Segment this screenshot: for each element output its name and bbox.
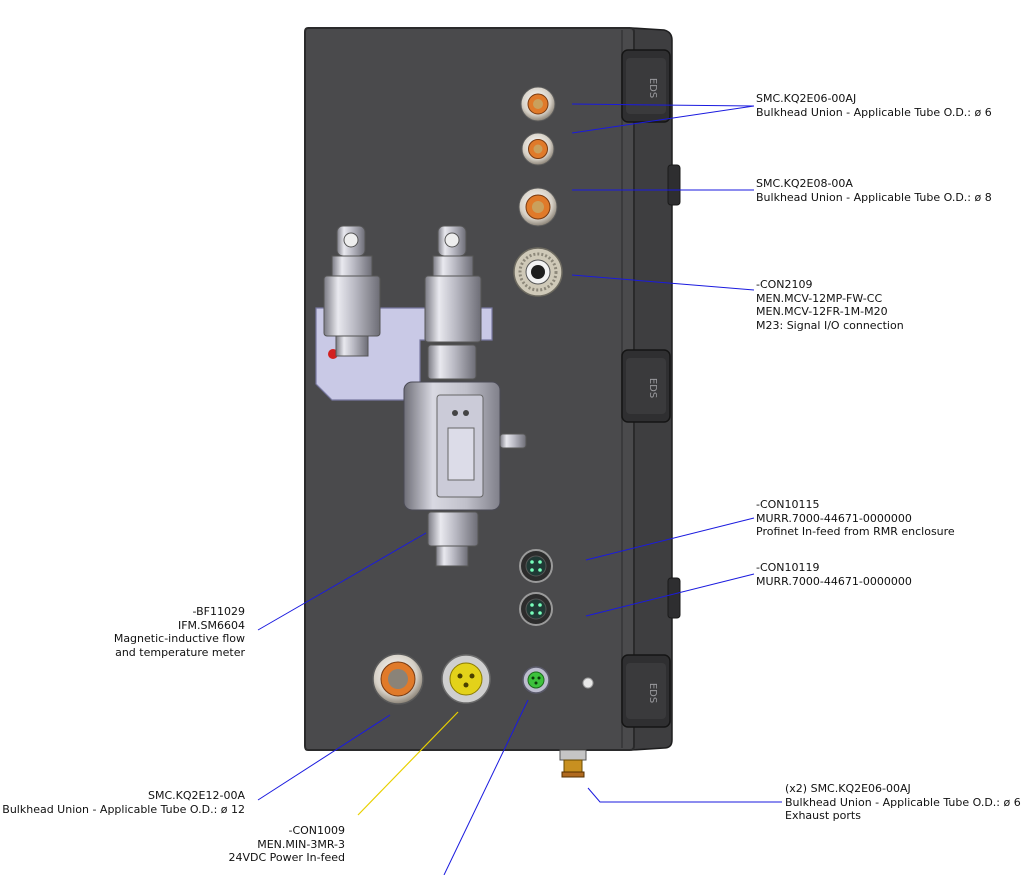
hinge-brand-label: EDS	[647, 378, 658, 398]
valve-left	[323, 225, 381, 357]
callout-line: -CON10119	[756, 561, 820, 574]
callout-exhaust: (x2) SMC.KQ2E06-00AJ Bulkhead Union - Ap…	[785, 782, 1021, 823]
callout-line: Bulkhead Union - Applicable Tube O.D.: ø…	[756, 190, 992, 204]
leader-con10115	[585, 517, 755, 561]
callout-line: MEN.MCV-12FR-1M-M20	[756, 305, 888, 318]
connector-con1009	[441, 654, 491, 704]
fitting-kq2e06-lower	[521, 132, 555, 166]
leader-con2109	[571, 274, 755, 291]
connector-con2109-m23	[513, 247, 563, 297]
callout-line: -CON2109	[756, 278, 813, 291]
callout-line: MEN.MCV-12MP-FW-CC	[756, 291, 883, 305]
callout-line: M23: Signal I/O connection	[756, 318, 904, 332]
callout-line: Magnetic-inductive flow	[113, 632, 245, 645]
callout-line: Bulkhead Union - Applicable Tube O.D.: ø…	[2, 802, 245, 816]
callout-con10115: -CON10115 MURR.7000-44671-0000000 Profin…	[756, 498, 955, 539]
hinge-bottom: EDS	[621, 654, 671, 728]
leader-con1009	[357, 711, 459, 816]
callout-line: -BF11029	[192, 605, 245, 618]
leader-kq2e06-b	[571, 105, 755, 134]
callout-line: and temperature meter	[115, 645, 245, 659]
leader-exhaust	[587, 787, 782, 803]
hinge-brand-label: EDS	[647, 683, 658, 703]
connector-con10119	[519, 592, 553, 626]
callout-line: 24VDC Power In-feed	[228, 851, 346, 864]
leader-con10119	[585, 573, 755, 617]
callout-line: MURR.7000-44671-0000000	[756, 511, 912, 525]
hinge-brand-label: EDS	[647, 78, 658, 98]
callout-line: (x2) SMC.KQ2E06-00AJ	[785, 782, 911, 795]
leader-bf11029	[257, 532, 427, 631]
leader-kq2e12	[257, 714, 391, 801]
fitting-kq2e06-upper	[520, 86, 556, 122]
callout-kq2e08: SMC.KQ2E08-00A Bulkhead Union - Applicab…	[756, 177, 992, 204]
callout-con1009: -CON1009 MEN.MIN-3MR-3 24VDC Power In-fe…	[229, 824, 346, 865]
connector-m8-green	[522, 666, 550, 694]
indicator-dot	[582, 677, 594, 689]
connector-con10115	[519, 549, 553, 583]
callout-kq2e12: SMC.KQ2E12-00A Bulkhead Union - Applicab…	[2, 789, 245, 816]
fitting-kq2e08	[518, 187, 558, 227]
callout-con2109: -CON2109 MEN.MCV-12MP-FW-CC MEN.MCV-12FR…	[756, 278, 904, 332]
leader-m8	[443, 699, 529, 875]
callout-kq2e06: SMC.KQ2E06-00AJ Bulkhead Union - Applica…	[756, 92, 992, 119]
flow-meter-bf11029	[403, 381, 527, 567]
callout-line: SMC.KQ2E12-00A	[148, 789, 245, 802]
callout-line: Profinet In-feed from RMR enclosure	[756, 525, 955, 538]
hinge-top: EDS	[621, 49, 671, 123]
callout-line: MEN.MIN-3MR-3	[257, 837, 345, 851]
callout-line: -CON10115	[756, 498, 820, 511]
callout-line: SMC.KQ2E06-00AJ	[756, 92, 857, 105]
hinge-middle: EDS	[621, 349, 671, 423]
exhaust-ports	[559, 749, 587, 778]
leader-kq2e06-a	[571, 103, 755, 107]
callout-line: Exhaust ports	[785, 809, 861, 822]
callout-line: Bulkhead Union - Applicable Tube O.D.: ø…	[785, 795, 1021, 809]
fitting-kq2e12	[372, 653, 424, 705]
callout-line: SMC.KQ2E08-00A	[756, 177, 853, 190]
callout-line: Bulkhead Union - Applicable Tube O.D.: ø…	[756, 105, 992, 119]
callout-line: IFM.SM6604	[177, 618, 245, 632]
callout-bf11029: -BF11029 IFM.SM6604 Magnetic-inductive f…	[114, 605, 245, 659]
valve-right	[424, 225, 482, 380]
leader-lines	[257, 103, 782, 875]
callout-line: -CON1009	[288, 824, 345, 837]
callout-con10119: -CON10119 MURR.7000-44671-0000000	[756, 561, 912, 588]
callout-line: MURR.7000-44671-0000000	[756, 574, 912, 588]
